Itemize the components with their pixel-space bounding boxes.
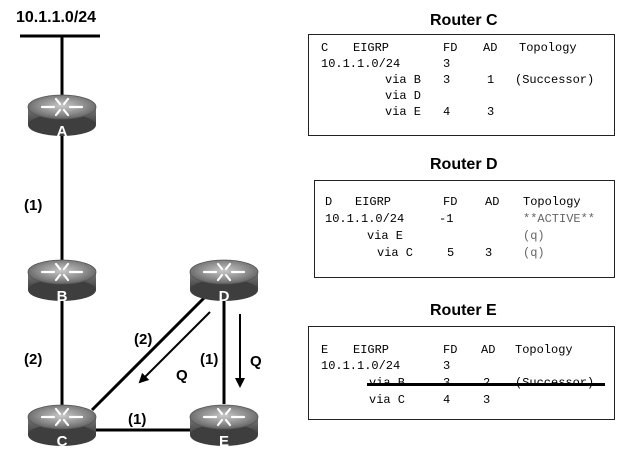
router-d-active-status: **ACTIVE** bbox=[523, 212, 596, 226]
router-e-prefix-fd: 3 bbox=[443, 359, 451, 373]
router-d-hdr-topology: Topology bbox=[523, 195, 581, 209]
link-a-b-cost: (1) bbox=[24, 197, 42, 214]
router-c-hdr-router: C bbox=[321, 41, 329, 55]
router-d-prefix-fd: -1 bbox=[439, 212, 454, 226]
router-d-row-status: (q) bbox=[523, 229, 545, 243]
router-d-hdr-protocol: EIGRP bbox=[355, 195, 392, 209]
link-c-d-cost: (2) bbox=[134, 331, 152, 348]
router-c-hdr-ad: AD bbox=[483, 41, 498, 55]
router-c-row-fd: 3 bbox=[443, 73, 451, 87]
router-b-label: B bbox=[57, 288, 68, 305]
query-label-d-to-c: Q bbox=[176, 367, 188, 384]
router-c-row-via: via D bbox=[385, 89, 422, 103]
router-c-label: C bbox=[57, 433, 68, 450]
link-b-c-cost: (2) bbox=[24, 351, 42, 368]
router-c-hdr-topology: Topology bbox=[519, 41, 577, 55]
router-e-row-via: via C bbox=[369, 393, 406, 407]
router-d-title: Router D bbox=[430, 156, 498, 173]
router-c-row-fd: 4 bbox=[443, 105, 451, 119]
router-c-icon: C bbox=[27, 404, 97, 450]
router-d-topology-table: D EIGRP FD AD Topology 10.1.1.0/24 -1 **… bbox=[314, 180, 615, 278]
router-e-hdr-topology: Topology bbox=[515, 343, 573, 357]
router-d-prefix: 10.1.1.0/24 bbox=[325, 212, 405, 226]
link-c-d bbox=[90, 288, 214, 412]
router-e-row-ad: 3 bbox=[483, 393, 491, 407]
router-e-hdr-fd: FD bbox=[443, 343, 458, 357]
router-d-row-fd: 5 bbox=[447, 246, 455, 260]
query-label-d-to-e: Q bbox=[250, 353, 262, 370]
router-e-strikethrough bbox=[367, 383, 605, 386]
network-prefix-label: 10.1.1.0/24 bbox=[16, 9, 96, 26]
link-c-e-cost: (1) bbox=[128, 411, 146, 428]
router-c-row-via: via B bbox=[385, 73, 422, 87]
router-d-hdr-fd: FD bbox=[443, 195, 458, 209]
router-c-row-via: via E bbox=[385, 105, 422, 119]
router-a-label: A bbox=[57, 123, 68, 140]
router-e-hdr-ad: AD bbox=[481, 343, 496, 357]
router-c-row-ad: 3 bbox=[487, 105, 495, 119]
router-d-hdr-ad: AD bbox=[485, 195, 500, 209]
router-d-label: D bbox=[219, 288, 230, 305]
router-c-topology-table: C EIGRP FD AD Topology 10.1.1.0/24 3 via… bbox=[308, 34, 615, 136]
router-d-row-via: via C bbox=[377, 246, 414, 260]
router-c-row-ad: 1 bbox=[487, 73, 495, 87]
router-c-hdr-fd: FD bbox=[443, 41, 458, 55]
router-a-icon: A bbox=[27, 94, 97, 140]
router-e-label: E bbox=[219, 433, 229, 450]
router-c-prefix: 10.1.1.0/24 bbox=[321, 57, 401, 71]
router-d-hdr-router: D bbox=[325, 195, 333, 209]
router-d-row-via: via E bbox=[367, 229, 404, 243]
router-d-icon: D bbox=[189, 259, 259, 305]
router-e-hdr-router: E bbox=[321, 343, 329, 357]
query-arrow-d-to-c bbox=[138, 311, 211, 384]
router-b-icon: B bbox=[27, 259, 97, 305]
router-c-hdr-protocol: EIGRP bbox=[353, 41, 390, 55]
router-d-row-ad: 3 bbox=[485, 246, 493, 260]
router-e-topology-table: E EIGRP FD AD Topology 10.1.1.0/24 3 via… bbox=[308, 326, 615, 420]
router-c-row-status: (Successor) bbox=[515, 73, 595, 87]
link-d-e-cost: (1) bbox=[200, 351, 218, 368]
router-e-hdr-protocol: EIGRP bbox=[353, 343, 390, 357]
router-e-title: Router E bbox=[430, 302, 497, 319]
router-c-title: Router C bbox=[430, 12, 498, 29]
router-d-row-status: (q) bbox=[523, 246, 545, 260]
router-e-row-fd: 4 bbox=[443, 393, 451, 407]
router-c-prefix-fd: 3 bbox=[443, 57, 451, 71]
router-e-prefix: 10.1.1.0/24 bbox=[321, 359, 401, 373]
router-e-icon: E bbox=[189, 404, 259, 450]
